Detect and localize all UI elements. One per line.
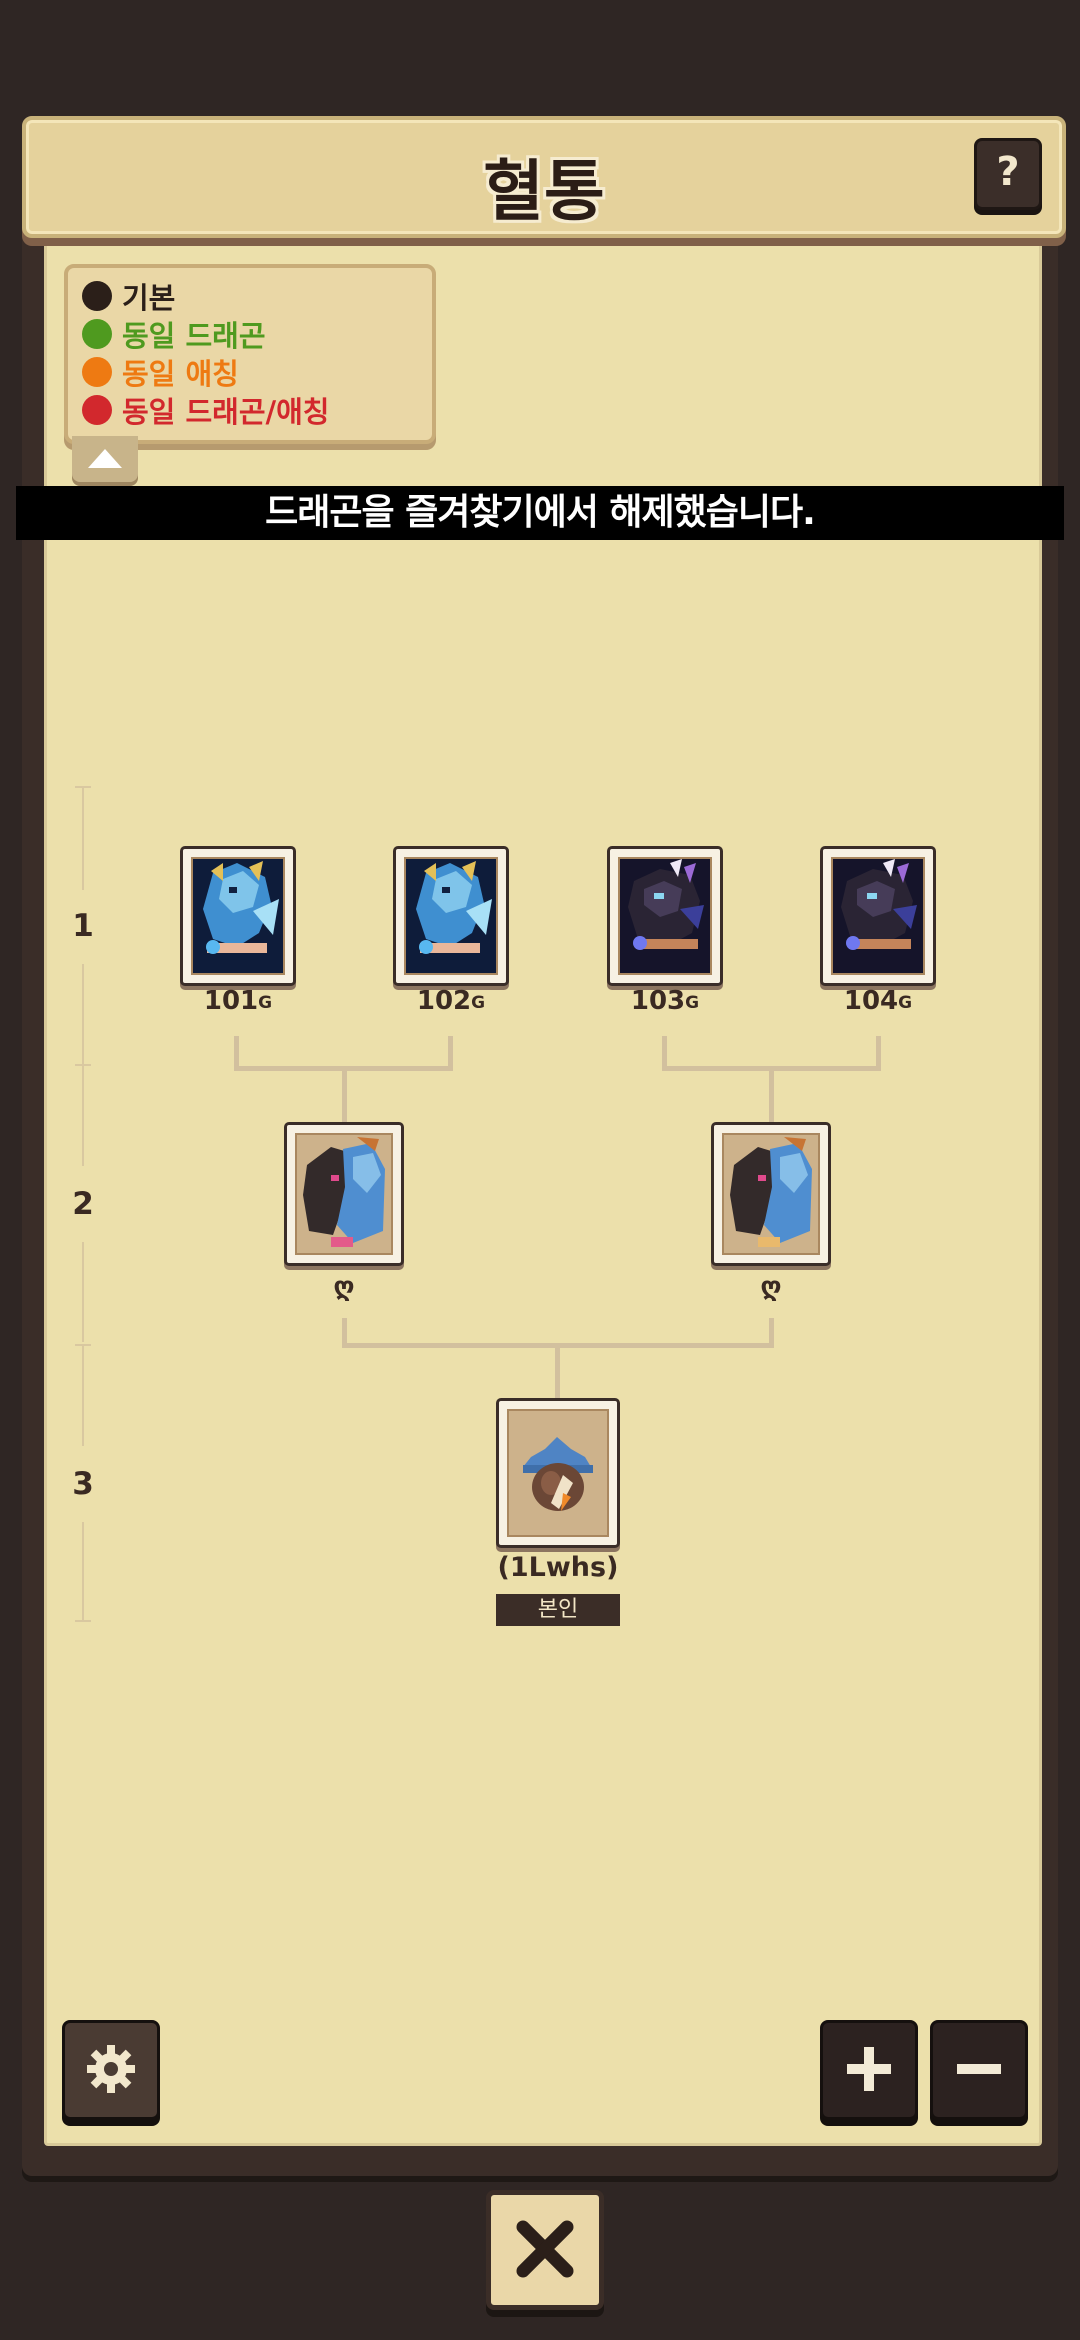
ruler-tick — [75, 1064, 91, 1066]
generation-label-1: 1 — [72, 908, 94, 944]
gear-icon — [87, 2045, 135, 2093]
dragon-card-101[interactable] — [180, 846, 296, 986]
generation-label-2: 2 — [72, 1186, 94, 1222]
tree-connector — [342, 1318, 347, 1348]
toast-message: 드래곤을 즐겨찾기에서 해제했습니다. — [16, 486, 1064, 540]
dragon-card-103[interactable] — [607, 846, 723, 986]
blue-dark-dragon-icon — [297, 1135, 391, 1253]
page-title: 혈통 — [483, 153, 605, 230]
wizard-egg-icon — [509, 1411, 607, 1535]
zoom-in-button[interactable] — [820, 2020, 918, 2120]
blue-gold-dragon-icon — [193, 859, 283, 973]
ruler-tick — [75, 1344, 91, 1346]
legend-item-same-dragon: 동일 드래곤 — [82, 316, 266, 353]
ruler-tick — [75, 786, 91, 788]
tree-connector — [342, 1066, 347, 1122]
settings-button[interactable] — [62, 2020, 160, 2120]
ruler-line — [82, 964, 84, 1064]
legend-label: 기본 — [122, 281, 176, 315]
ruler-line — [82, 1346, 84, 1446]
dot-icon — [82, 357, 112, 387]
dark-purple-dragon-icon — [620, 859, 710, 973]
chevron-up-icon — [88, 449, 122, 468]
dragon-card-104[interactable] — [820, 846, 936, 986]
ruler-line — [82, 1242, 84, 1342]
dragon-name: (1Lwhs) — [497, 1552, 619, 1583]
legend-item-basic: 기본 — [82, 278, 176, 315]
dark-purple-dragon-icon — [833, 859, 923, 973]
tree-connector — [662, 1036, 667, 1070]
tree-connector — [769, 1318, 774, 1348]
tree-connector — [234, 1036, 239, 1070]
legend-item-same-both: 동일 드래곤/애칭 — [82, 392, 330, 429]
ruler-line — [82, 1522, 84, 1620]
blue-gold-dragon-icon — [406, 859, 496, 973]
dragon-card-self[interactable] — [496, 1398, 620, 1548]
close-button[interactable] — [486, 2190, 604, 2310]
tree-connector — [876, 1036, 881, 1070]
self-badge: 본인 — [496, 1594, 620, 1626]
tree-connector — [448, 1036, 453, 1070]
title-banner: 혈통 — [22, 116, 1066, 238]
dragon-nickname: ღ — [333, 1272, 355, 1302]
ruler-tick — [75, 1620, 91, 1622]
pedigree-paper — [44, 222, 1042, 2146]
plus-icon — [847, 2047, 891, 2091]
dot-icon — [82, 281, 112, 311]
dragon-label: 103G — [630, 986, 700, 1016]
tree-connector — [769, 1066, 774, 1122]
dragon-label: 104G — [843, 986, 913, 1016]
ruler-line — [82, 788, 84, 890]
legend-panel: 기본 동일 드래곤 동일 애칭 동일 드래곤/애칭 — [64, 264, 436, 444]
legend-label: 동일 애칭 — [122, 357, 239, 391]
minus-icon — [957, 2064, 1001, 2074]
dot-icon — [82, 319, 112, 349]
legend-label: 동일 드래곤/애칭 — [122, 395, 330, 429]
legend-collapse-button[interactable] — [72, 436, 138, 482]
dragon-nickname: ღ — [760, 1272, 782, 1302]
dragon-card-gen2-left[interactable] — [284, 1122, 404, 1266]
ruler-line — [82, 1066, 84, 1166]
help-button[interactable]: ? — [974, 138, 1042, 210]
dragon-label: 101G — [203, 986, 273, 1016]
dragon-card-gen2-right[interactable] — [711, 1122, 831, 1266]
legend-item-same-nickname: 동일 애칭 — [82, 354, 239, 391]
dragon-card-102[interactable] — [393, 846, 509, 986]
generation-label-3: 3 — [72, 1466, 94, 1502]
close-icon — [516, 2220, 574, 2278]
blue-dark-dragon-icon — [724, 1135, 818, 1253]
dot-icon — [82, 395, 112, 425]
zoom-out-button[interactable] — [930, 2020, 1028, 2120]
legend-label: 동일 드래곤 — [122, 319, 266, 353]
dragon-label: 102G — [416, 986, 486, 1016]
tree-connector — [555, 1343, 560, 1399]
